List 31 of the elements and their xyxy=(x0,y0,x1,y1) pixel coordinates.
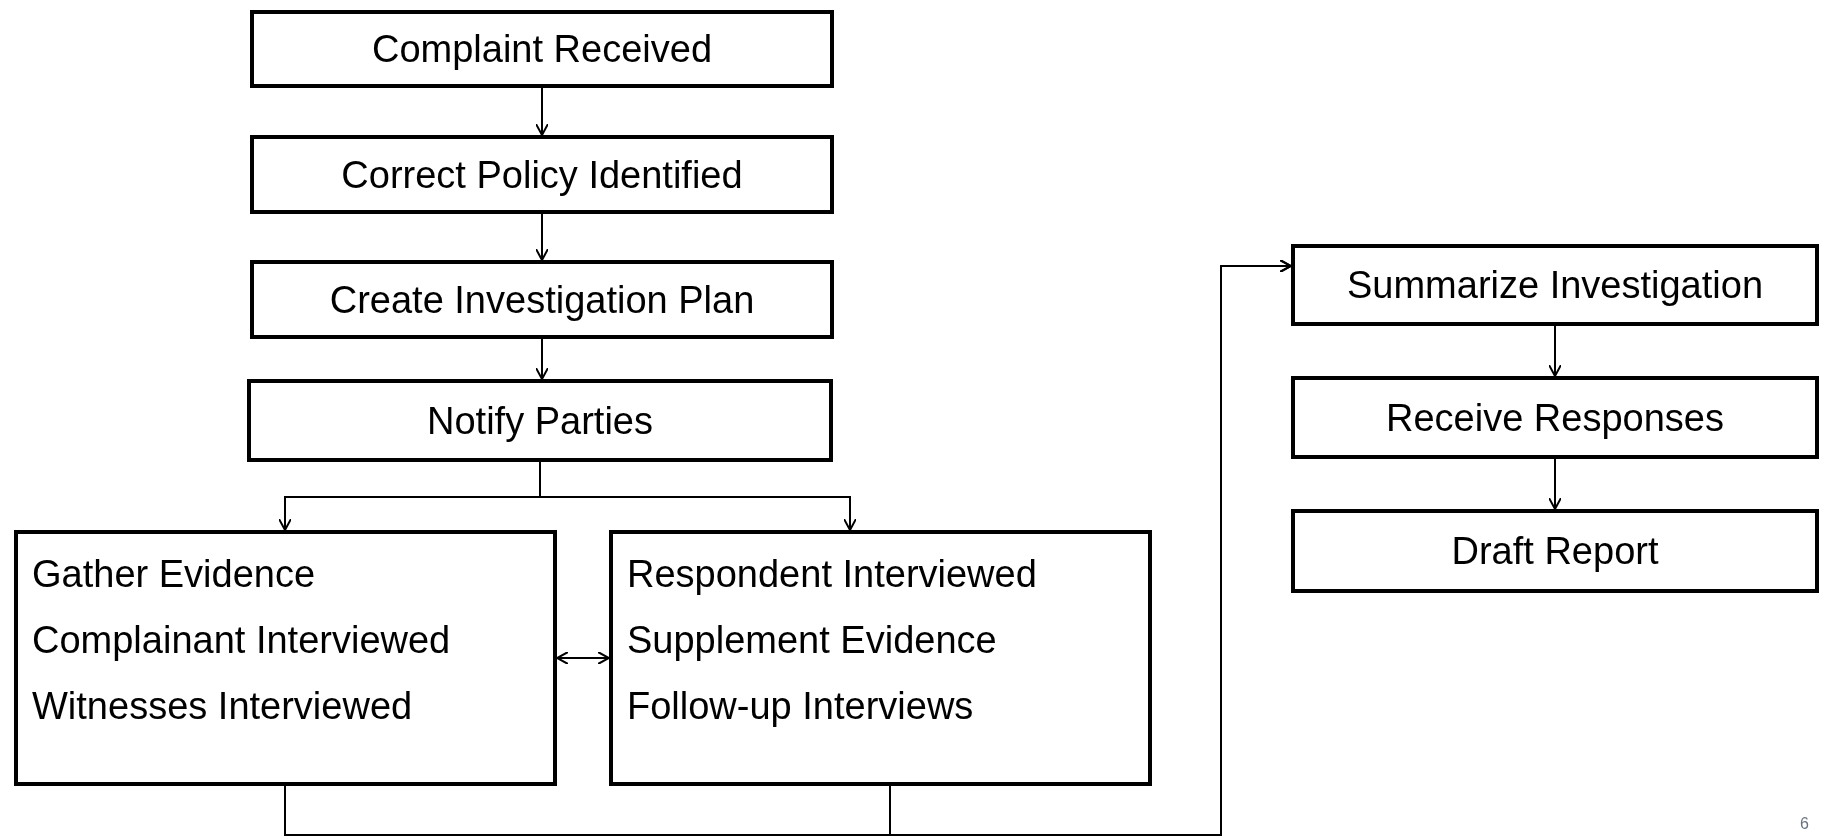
arrow xyxy=(539,461,857,531)
page-number: 6 xyxy=(1800,814,1809,834)
step-label: Supplement Evidence xyxy=(627,618,997,662)
step-label: Draft Report xyxy=(1451,529,1659,573)
step-label: Witnesses Interviewed xyxy=(32,684,413,728)
process-box xyxy=(250,10,834,88)
process-box xyxy=(250,260,834,339)
process-box xyxy=(14,530,557,786)
step-label: Create Investigation Plan xyxy=(329,277,755,322)
process-box xyxy=(1291,509,1819,593)
step-label: Gather Evidence xyxy=(32,552,316,596)
arrow xyxy=(535,213,549,261)
step-label: Correct Policy Identified xyxy=(341,152,743,197)
arrow xyxy=(889,259,1292,836)
process-box xyxy=(250,135,834,214)
arrow xyxy=(535,338,549,380)
process-box xyxy=(1291,376,1819,459)
step-label: Receive Responses xyxy=(1386,395,1724,440)
arrow xyxy=(535,87,549,136)
step-label: Complaint Received xyxy=(371,27,713,71)
arrow xyxy=(556,651,610,665)
arrow xyxy=(1548,325,1562,377)
step-label: Summarize Investigation xyxy=(1346,263,1764,307)
step-label: Complainant Interviewed xyxy=(32,618,451,662)
arrow xyxy=(1548,458,1562,510)
step-label: Follow-up Interviews xyxy=(627,684,974,728)
process-box xyxy=(247,379,833,462)
process-box xyxy=(609,530,1152,786)
step-label: Notify Parties xyxy=(427,398,653,443)
process-box xyxy=(1291,244,1819,326)
step-label: Respondent Interviewed xyxy=(627,552,1037,596)
